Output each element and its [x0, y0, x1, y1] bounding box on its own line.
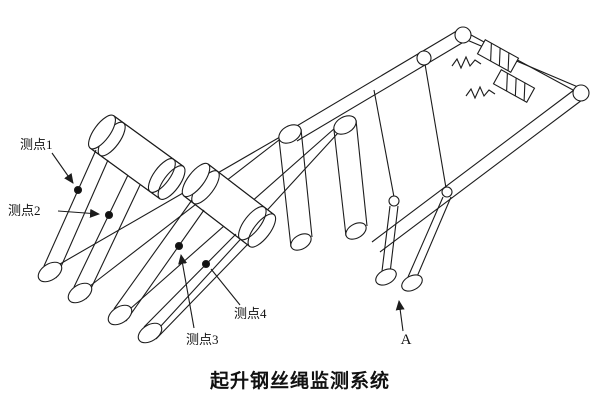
frame-internal-member-1: [373, 89, 395, 198]
trolley-frame: [289, 26, 590, 253]
pulley-anchor-hole-2: [441, 186, 453, 198]
measurement-label-1: 测点1: [20, 137, 53, 152]
measurement-dot-1: [73, 185, 83, 195]
frame-internal-member-2: [424, 63, 447, 189]
rope-drum-1: [88, 114, 186, 200]
leader-arrow-2: [57, 208, 100, 218]
cable-squiggle-2: [465, 85, 496, 100]
lower-sheave-2: [67, 282, 93, 304]
measurement-label-3: 测点3: [186, 332, 219, 347]
measurement-dot-3: [174, 241, 184, 251]
measurement-label-2: 测点2: [8, 203, 41, 218]
lower-sheave-1: [37, 261, 63, 283]
measurement-dot-2: [104, 210, 114, 220]
diagram-caption: 起升钢丝绳监测系统: [209, 371, 390, 392]
drum-to-sheave-ropes: [43, 149, 249, 340]
lower-sheave-group: [37, 261, 163, 344]
sensor-box-1: [476, 39, 520, 73]
section-view-label: A: [401, 332, 412, 348]
sensor-box-2: [492, 69, 536, 103]
frame-hole-3: [416, 50, 432, 66]
measurement-dot-4: [201, 259, 211, 269]
leader-line-4: [210, 268, 241, 306]
lower-sheave-4: [137, 322, 163, 344]
center-pulley-block-2: [333, 115, 368, 240]
lower-sheave-3: [107, 304, 133, 326]
measurement-label-4: 测点4: [234, 306, 267, 321]
section-a-arrow: [395, 300, 405, 332]
center-pulley-block-1: [278, 124, 313, 251]
hook-pulley-block: [375, 196, 452, 292]
frame-corner-hole-1: [454, 26, 472, 44]
pulley-anchor-hole-1: [388, 195, 400, 207]
rope-drum-2: [181, 162, 277, 248]
cable-squiggle-1: [451, 55, 482, 70]
frame-corner-hole-2: [572, 84, 590, 102]
leader-arrow-1: [51, 152, 74, 184]
leader-arrow-3: [178, 254, 195, 329]
